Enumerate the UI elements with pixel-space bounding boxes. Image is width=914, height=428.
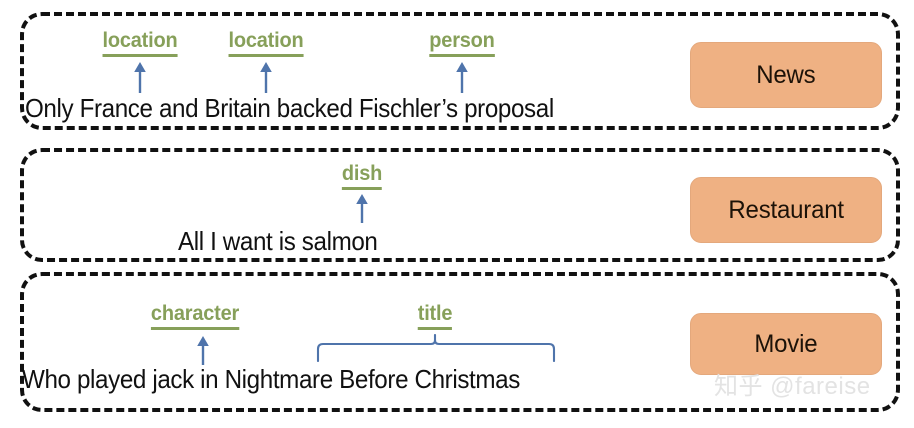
domain-chip-restaurant: Restaurant [690, 177, 882, 243]
entity-tag-person: person [429, 30, 495, 57]
domain-chip-news-label: News [756, 60, 816, 89]
utterance-movie: Who played jack in Nightmare Before Chri… [22, 364, 520, 394]
domain-chip-movie: Movie [690, 313, 882, 375]
panel-news [20, 12, 900, 130]
utterance-restaurant: All I want is salmon [178, 226, 378, 256]
domain-chip-restaurant-label: Restaurant [728, 195, 844, 224]
entity-tag-location-2: location [228, 30, 304, 57]
entity-tag-location-1: location [102, 30, 178, 57]
pointer-bracket-title [314, 333, 558, 367]
pointer-arrow-dish [354, 194, 370, 229]
entity-tag-title: title [417, 303, 452, 330]
utterance-news: Only France and Britain backed Fischler’… [25, 93, 554, 123]
domain-chip-news: News [690, 42, 882, 108]
entity-tag-character: character [150, 303, 239, 330]
pointer-arrow-character [195, 336, 211, 371]
pointer-arrow-location-2 [258, 62, 274, 99]
panel-movie [20, 272, 900, 412]
pointer-arrow-location-1 [132, 62, 148, 99]
watermark: 知乎 @fareise [714, 373, 871, 400]
panel-restaurant [20, 148, 900, 262]
domain-chip-movie-label: Movie [754, 329, 818, 358]
entity-tag-dish: dish [341, 163, 382, 190]
pointer-arrow-person [454, 62, 470, 99]
